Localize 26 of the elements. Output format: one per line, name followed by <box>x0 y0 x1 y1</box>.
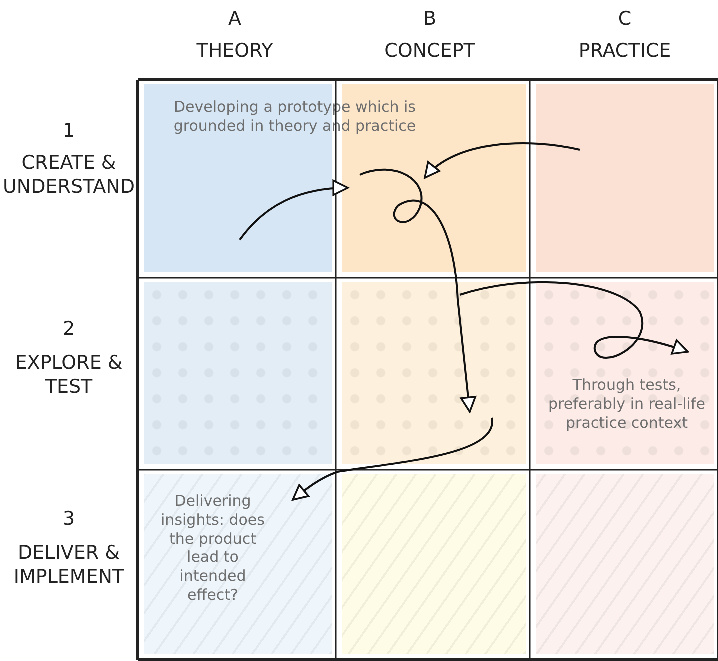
grid-cell <box>342 282 526 464</box>
header-label: PRACTICE <box>578 40 672 64</box>
grid-cell <box>342 474 526 654</box>
header-index: B <box>422 8 438 32</box>
arrow <box>360 169 477 413</box>
header-label: EXPLORE & TEST <box>14 352 124 400</box>
arrow <box>460 282 689 359</box>
header-index: 3 <box>62 508 76 532</box>
arrow <box>239 180 349 241</box>
header-label: THEORY <box>196 40 274 64</box>
grid-cell <box>536 474 714 654</box>
cell-note: Delivering insights: does the product lead to intended effect? <box>160 492 266 604</box>
arrow <box>424 142 580 179</box>
cell-note: Through tests, preferably in real-life practice context <box>548 376 706 432</box>
header-index: 1 <box>62 120 76 144</box>
header-label: CONCEPT <box>384 40 476 64</box>
grid-cell <box>144 282 332 464</box>
header-label: CREATE & UNDERSTAND <box>2 152 136 200</box>
grid-cell <box>536 84 714 272</box>
arrow <box>292 418 493 501</box>
header-index: C <box>617 8 633 32</box>
header-index: 2 <box>62 318 76 342</box>
header-label: DELIVER & IMPLEMENT <box>12 542 126 590</box>
grid-cell <box>144 474 332 654</box>
grid-cell <box>536 282 714 464</box>
header-index: A <box>228 8 242 32</box>
